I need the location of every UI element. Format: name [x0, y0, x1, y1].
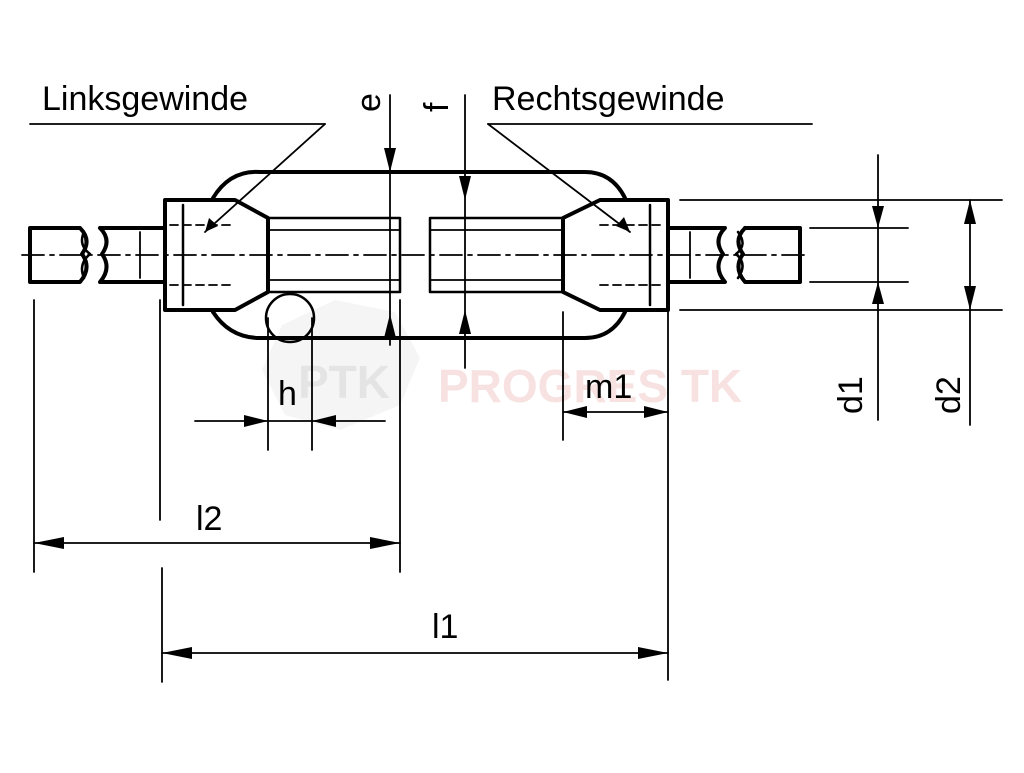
- frame-bottom-arc: [211, 310, 627, 340]
- l2-arrow-right: [370, 537, 400, 549]
- dim-f-arrow-bottom: [459, 310, 471, 334]
- label-right-thread: Rechtsgewinde: [492, 80, 724, 118]
- label-m1: m1: [585, 368, 632, 406]
- right-rod-stub: [666, 226, 727, 284]
- right-thread-arrow: [616, 217, 630, 232]
- watermark-text: PROGRES TK: [438, 360, 742, 412]
- right-rod-break: [734, 230, 744, 280]
- label-e: e: [350, 93, 388, 112]
- l1-arrow-right: [638, 647, 668, 659]
- dimension-h: [194, 317, 386, 451]
- label-h: h: [278, 375, 297, 413]
- watermark-badge-text: PTK: [298, 356, 390, 408]
- right-thread-leader: [487, 123, 631, 233]
- dimension-l1: [161, 567, 669, 683]
- frame-top-arc: [211, 169, 627, 200]
- bar-cross-section: [264, 292, 316, 344]
- dimension-d: [679, 154, 1003, 426]
- watermark: PTK PROGRES TK: [262, 300, 742, 430]
- dim-f-arrow-top: [459, 176, 471, 200]
- watermark-badge-shape: [262, 300, 420, 430]
- left-rod-break: [80, 230, 92, 280]
- m1-arrow-left: [563, 406, 587, 418]
- l1-arrow-left: [162, 647, 192, 659]
- l2-arrow-left: [34, 537, 64, 549]
- dimension-l2: [33, 299, 401, 573]
- dimension-f: [459, 94, 471, 369]
- label-l2: l2: [196, 500, 222, 538]
- left-thread-arrow: [205, 218, 218, 232]
- dimension-m1: [562, 311, 669, 681]
- h-arrow-right: [312, 415, 336, 427]
- dim-e-arrow-top: [384, 148, 396, 172]
- dim-e-arrow-bottom: [384, 314, 396, 338]
- d1-arrow-bottom: [872, 282, 884, 304]
- dimension-e: [384, 94, 396, 346]
- h-arrow-left: [244, 415, 268, 427]
- m1-arrow-right: [644, 406, 668, 418]
- label-d2: d2: [930, 376, 968, 414]
- right-rod-end: [736, 226, 802, 284]
- d2-arrow-top: [964, 200, 976, 224]
- left-thread-leader: [204, 123, 326, 233]
- label-left-thread: Linksgewinde: [42, 80, 248, 118]
- label-f: f: [418, 102, 456, 112]
- d1-arrow-top: [872, 206, 884, 228]
- label-l1: l1: [432, 608, 458, 646]
- d2-arrow-bottom: [964, 286, 976, 310]
- thread-leaders: [29, 123, 813, 233]
- label-d1: d1: [832, 376, 870, 414]
